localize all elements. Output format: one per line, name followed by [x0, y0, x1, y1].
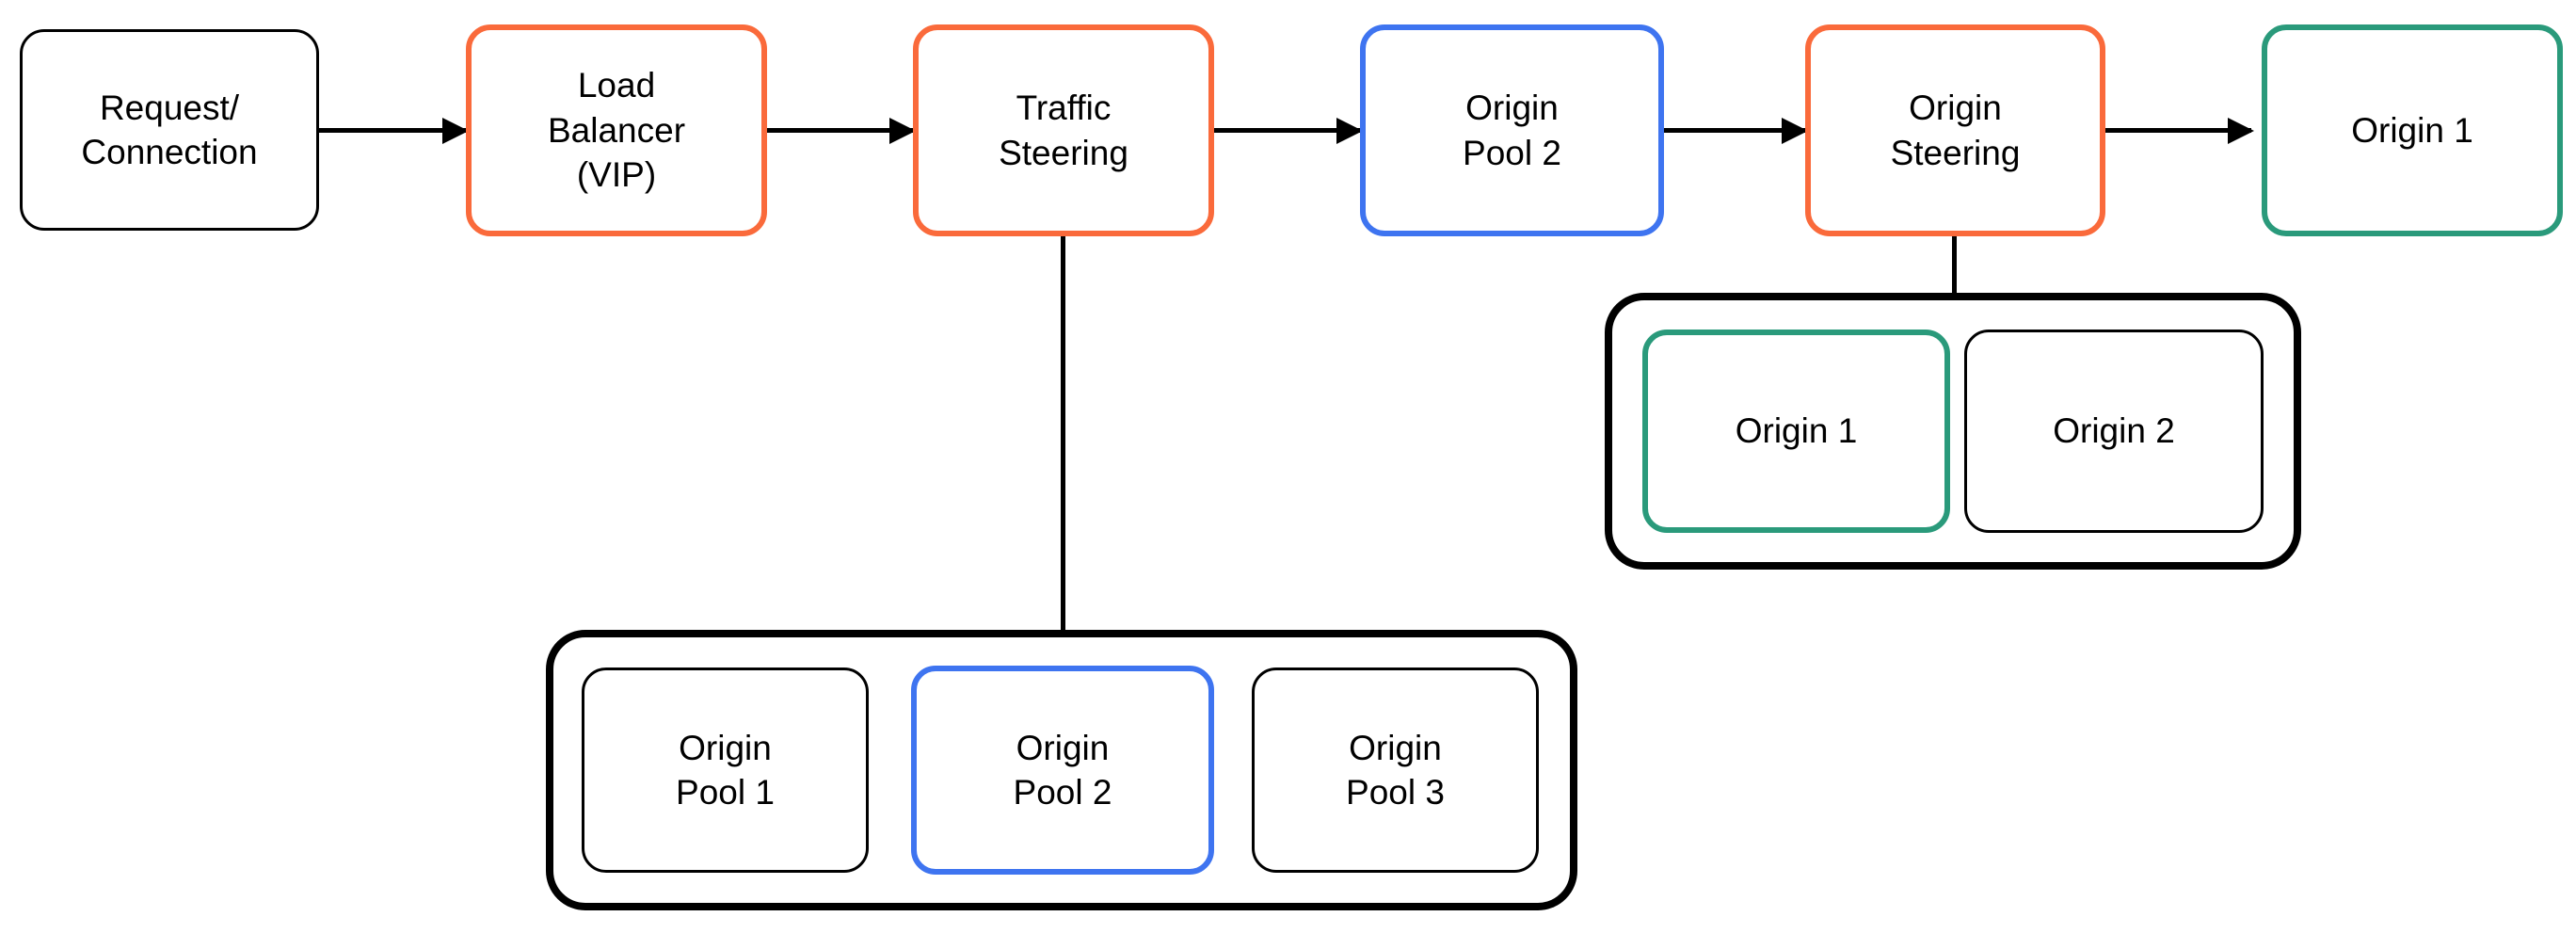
arrow-head-icon	[889, 117, 916, 144]
edge-origin-pool-2-to-origin-steering	[1664, 117, 1808, 144]
arrow-head-icon	[2228, 117, 2254, 144]
edge-origin-steering-to-origin-1	[2105, 117, 2254, 144]
connector-traffic-steering-to-pool-group	[1061, 233, 1065, 633]
arrow-head-icon	[1782, 117, 1808, 144]
inner-node-origin-pool-3[interactable]: Origin Pool 3	[1252, 668, 1539, 873]
node-load-balancer-vip[interactable]: Load Balancer (VIP)	[466, 24, 767, 236]
arrow-head-icon	[442, 117, 469, 144]
inner-node-origin-1[interactable]: Origin 1	[1642, 330, 1950, 533]
inner-node-origin-pool-1[interactable]: Origin Pool 1	[582, 668, 869, 873]
inner-node-origin-2[interactable]: Origin 2	[1964, 330, 2264, 533]
arrow-head-icon	[1336, 117, 1363, 144]
edge-load-balancer-to-traffic-steering	[767, 117, 916, 144]
edge-request-to-load-balancer	[319, 117, 469, 144]
node-request-connection[interactable]: Request/ Connection	[20, 29, 319, 231]
node-origin-pool-2[interactable]: Origin Pool 2	[1360, 24, 1664, 236]
inner-node-origin-pool-2[interactable]: Origin Pool 2	[911, 666, 1214, 875]
node-origin-1[interactable]: Origin 1	[2262, 24, 2563, 236]
node-traffic-steering[interactable]: Traffic Steering	[913, 24, 1214, 236]
edge-traffic-steering-to-origin-pool-2	[1214, 117, 1363, 144]
node-origin-steering[interactable]: Origin Steering	[1805, 24, 2105, 236]
connector-origin-steering-to-origin-group	[1952, 233, 1957, 296]
